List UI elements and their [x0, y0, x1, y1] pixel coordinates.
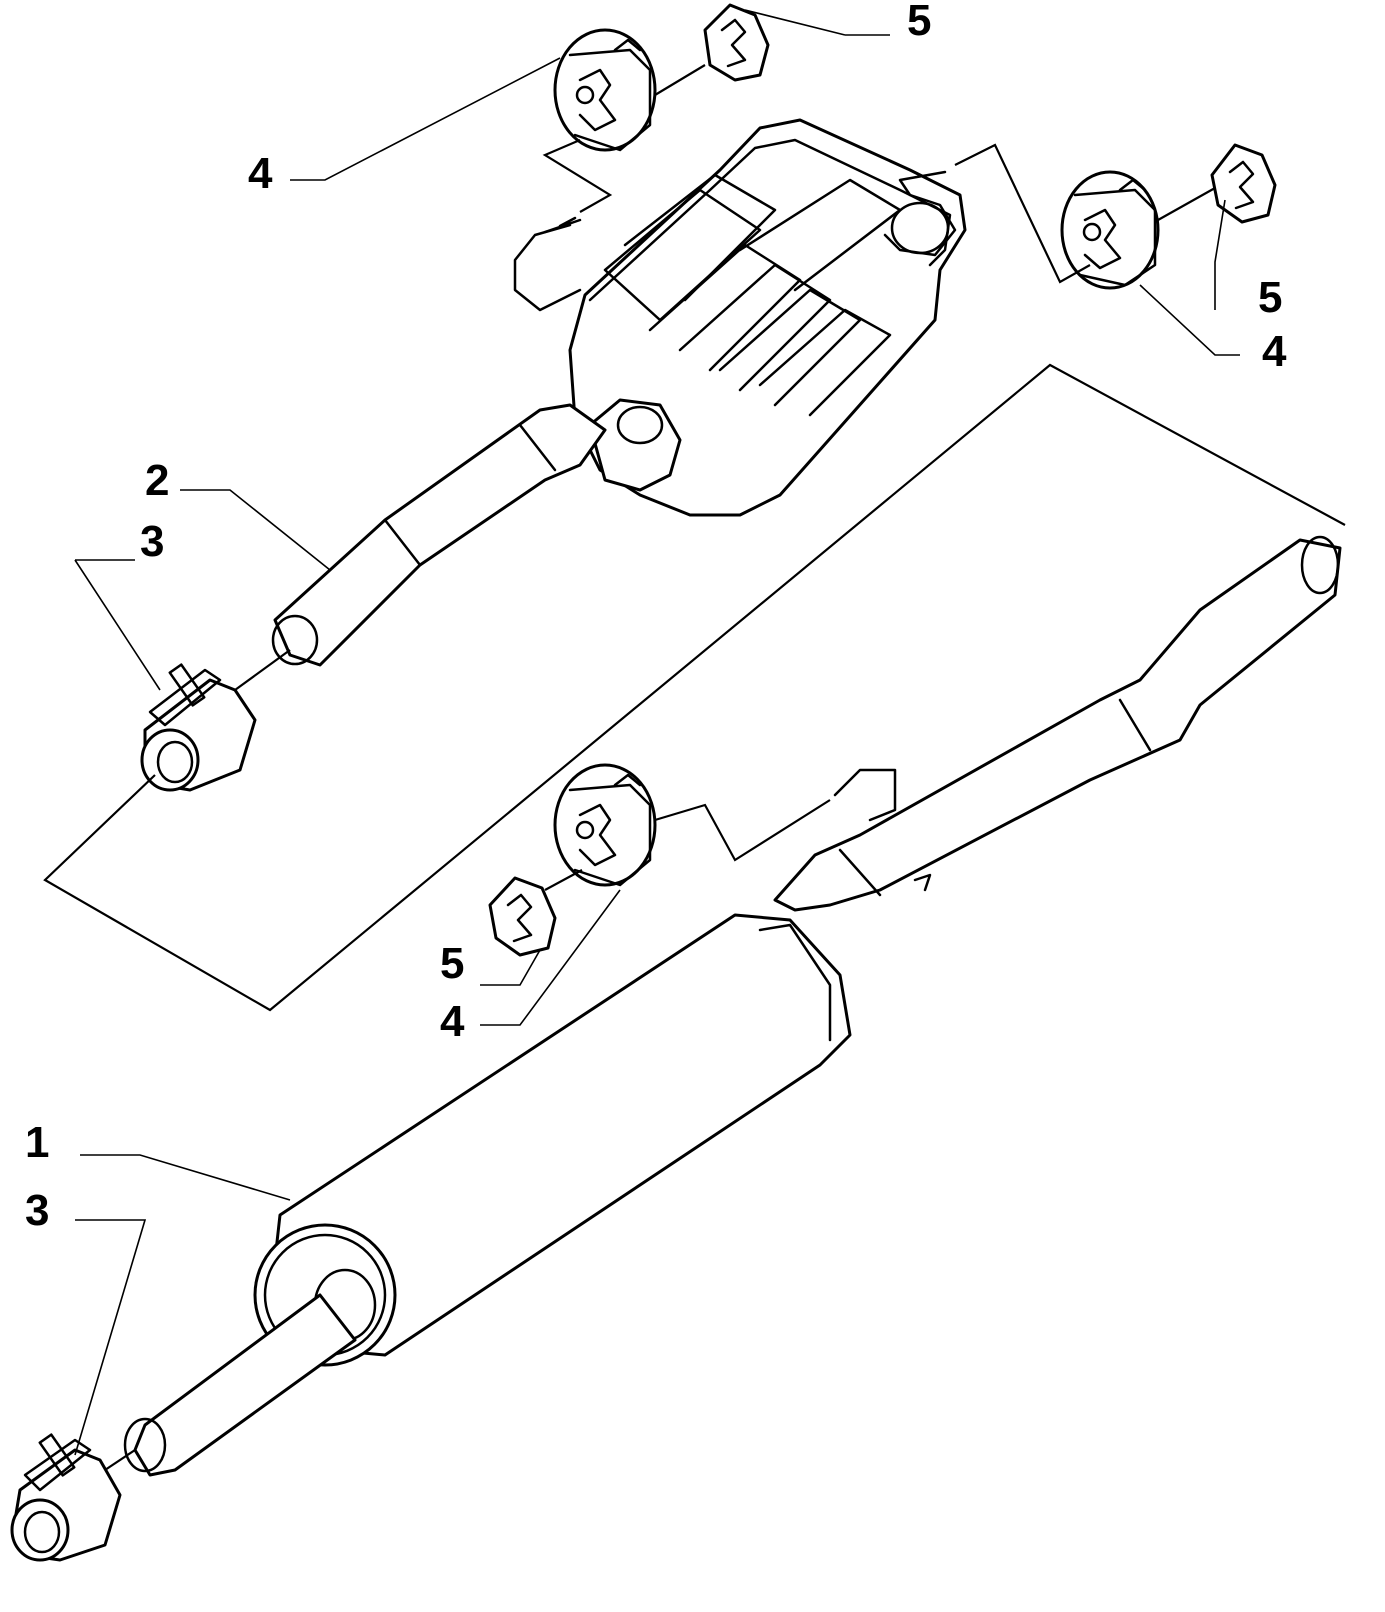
callout-5-middle: 5	[440, 939, 464, 988]
clamp-upper[interactable]	[140, 663, 257, 792]
callout-1: 1	[25, 1118, 49, 1167]
callout-3-upper: 3	[140, 517, 164, 566]
rubber-mount-middle[interactable]	[553, 763, 657, 887]
callout-4-middle: 4	[440, 997, 465, 1046]
leader-lines	[74, 9, 1240, 1456]
rear-silencer-assembly[interactable]	[271, 118, 967, 667]
callout-5-right: 5	[1258, 273, 1282, 322]
clamp-lower[interactable]	[10, 1433, 122, 1562]
nut-right[interactable]	[1210, 143, 1277, 224]
central-silencer-assembly[interactable]	[123, 535, 1342, 1477]
rubber-mount-right[interactable]	[1060, 170, 1160, 290]
rubber-mount-top[interactable]	[553, 28, 657, 152]
central-tail-pipe	[133, 1293, 357, 1477]
callout-4-top: 4	[248, 149, 273, 198]
callout-labels: 5 4 5 4 2 3 5 4 1 3	[25, 0, 1287, 1235]
callout-3-lower: 3	[25, 1186, 49, 1235]
rear-silencer-ribs	[603, 173, 902, 417]
rear-silencer-pipe	[273, 403, 607, 667]
rear-silencer-rim	[588, 138, 952, 302]
nut-top[interactable]	[703, 3, 770, 82]
rear-silencer-neck	[588, 398, 682, 492]
connection-lines	[43, 64, 1346, 1471]
rear-silencer-body	[568, 118, 967, 517]
rear-silencer-hanger-left	[513, 223, 582, 312]
callout-2: 2	[145, 456, 169, 505]
central-front-pipe	[773, 538, 1342, 912]
callout-5-top: 5	[907, 0, 931, 45]
callout-4-right: 4	[1262, 327, 1287, 376]
nut-middle[interactable]	[488, 876, 557, 957]
